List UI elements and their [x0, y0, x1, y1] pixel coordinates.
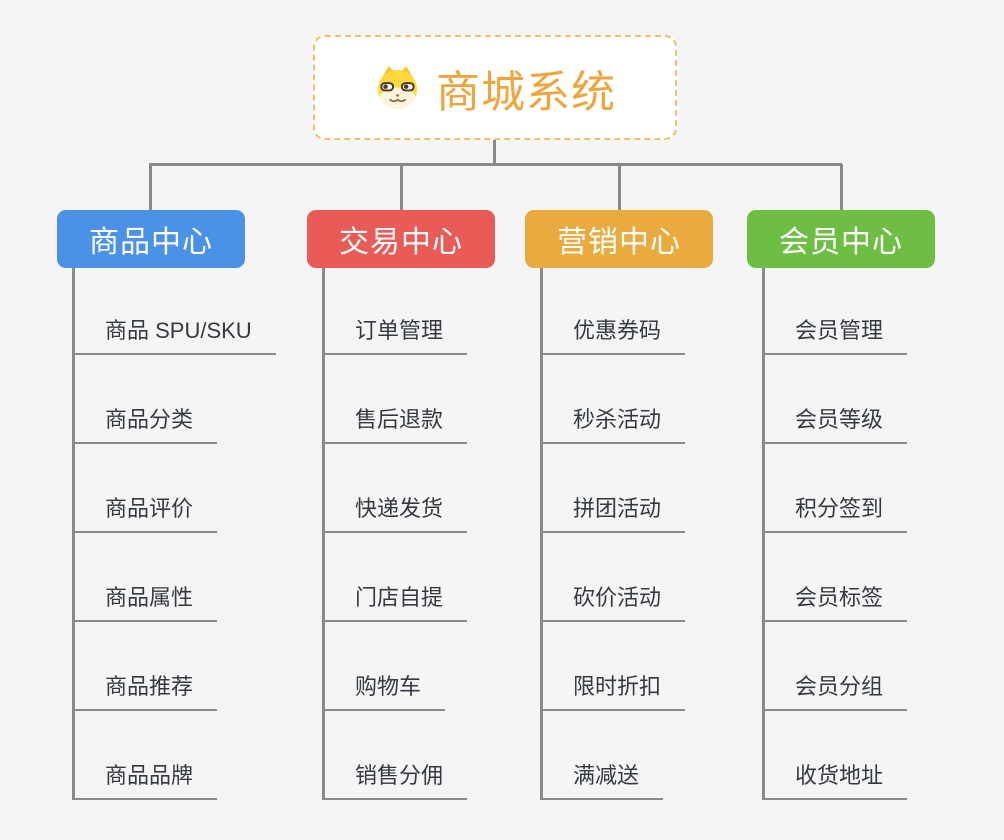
leaf-item[interactable]: 会员等级 — [762, 407, 908, 444]
leaf-item[interactable]: 商品品牌 — [72, 763, 218, 800]
leaf-item[interactable]: 满减送 — [540, 763, 664, 800]
branch-header-trade-center[interactable]: 交易中心 — [307, 210, 495, 268]
branch-spine — [322, 268, 325, 800]
branch-header-marketing-center[interactable]: 营销中心 — [525, 210, 713, 268]
leaf-item[interactable]: 秒杀活动 — [540, 407, 686, 444]
shiba-dog-face-icon — [374, 64, 421, 111]
leaf-item[interactable]: 购物车 — [322, 674, 446, 711]
root-node[interactable]: 商城系统 — [313, 35, 677, 140]
leaf-item[interactable]: 商品属性 — [72, 585, 218, 622]
leaf-item[interactable]: 会员管理 — [762, 318, 908, 355]
leaf-item[interactable]: 收货地址 — [762, 763, 908, 800]
leaf-item[interactable]: 商品推荐 — [72, 674, 218, 711]
branch-header-member-center[interactable]: 会员中心 — [747, 210, 935, 268]
leaf-item[interactable]: 砍价活动 — [540, 585, 686, 622]
leaf-item[interactable]: 销售分佣 — [322, 763, 468, 800]
leaf-item[interactable]: 门店自提 — [322, 585, 468, 622]
branch-spine — [762, 268, 765, 800]
leaf-item[interactable]: 拼团活动 — [540, 496, 686, 533]
leaf-item[interactable]: 商品 SPU/SKU — [72, 318, 276, 355]
connector-branch-drop — [840, 164, 843, 210]
branch-product-center: 商品中心 商品 SPU/SKU 商品分类 商品评价 商品属性 商品推荐 商品品牌 — [57, 210, 292, 810]
connector-rail — [149, 163, 842, 166]
connector-branch-drop — [400, 164, 403, 210]
leaf-item[interactable]: 优惠券码 — [540, 318, 686, 355]
root-title: 商城系统 — [436, 67, 616, 117]
branch-trade-center: 交易中心 订单管理 售后退款 快递发货 门店自提 购物车 销售分佣 — [307, 210, 542, 810]
leaf-item[interactable]: 订单管理 — [322, 318, 468, 355]
leaf-item[interactable]: 商品分类 — [72, 407, 218, 444]
leaf-item[interactable]: 售后退款 — [322, 407, 468, 444]
branch-spine — [72, 268, 75, 800]
connector-branch-drop — [149, 164, 152, 210]
branch-header-product-center[interactable]: 商品中心 — [57, 210, 245, 268]
leaf-item[interactable]: 快递发货 — [322, 496, 468, 533]
branch-spine — [540, 268, 543, 800]
leaf-item[interactable]: 限时折扣 — [540, 674, 686, 711]
leaf-item[interactable]: 会员标签 — [762, 585, 908, 622]
connector-branch-drop — [618, 164, 621, 210]
connector-root-drop — [493, 140, 496, 166]
leaf-item[interactable]: 会员分组 — [762, 674, 908, 711]
leaf-item[interactable]: 积分签到 — [762, 496, 908, 533]
branch-marketing-center: 营销中心 优惠券码 秒杀活动 拼团活动 砍价活动 限时折扣 满减送 — [525, 210, 760, 810]
branch-member-center: 会员中心 会员管理 会员等级 积分签到 会员标签 会员分组 收货地址 — [747, 210, 982, 810]
leaf-item[interactable]: 商品评价 — [72, 496, 218, 533]
